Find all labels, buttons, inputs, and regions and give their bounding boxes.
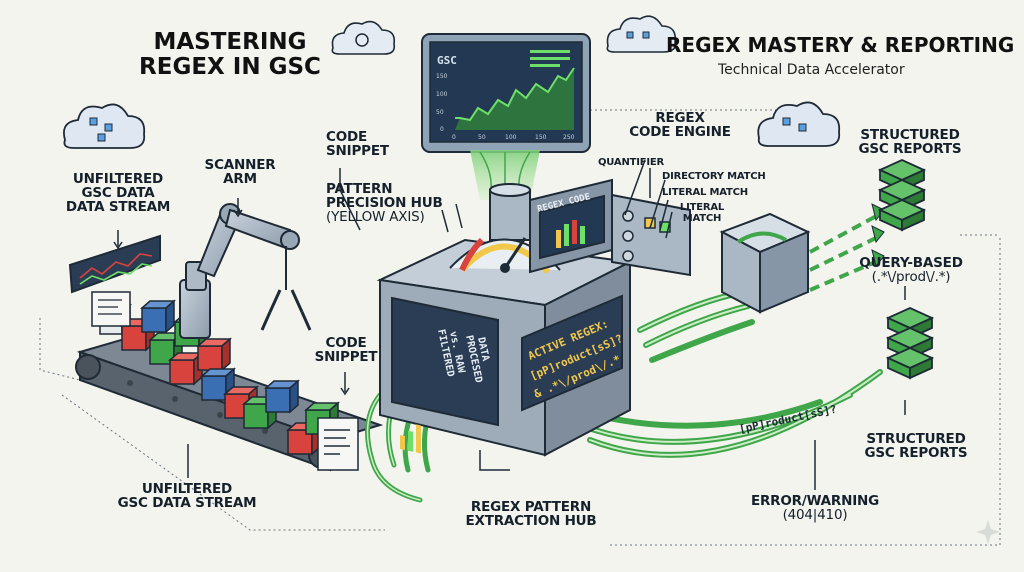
label-line: REGEX <box>655 110 705 126</box>
code-snippet-label-top: CODE SNIPPET <box>326 129 406 160</box>
label-line: SNIPPET <box>314 349 378 366</box>
label-line: GSC REPORTS <box>864 445 968 462</box>
cloud-icon-topright <box>606 15 677 53</box>
monitor-x-tick: 250 <box>563 134 575 141</box>
label-line: STRUCTURED <box>866 431 966 447</box>
monitor-y-ticks: 150 100 50 0 <box>436 73 448 133</box>
label-line: CODE <box>326 129 368 145</box>
label-line: MATCH <box>682 212 722 224</box>
label-line: SNIPPET <box>326 143 389 160</box>
sign-bars <box>556 220 585 248</box>
literal-match-label-2: LITERAL MATCH <box>672 202 732 224</box>
label-line: (404|410) <box>782 507 848 524</box>
report-stack-bottom <box>885 307 935 380</box>
flow-lines-left <box>365 392 433 503</box>
sparkle-icon <box>976 520 1000 544</box>
scanner-arm <box>179 203 312 339</box>
query-based-label: QUERY-BASED (.*\/prod\/.*) <box>850 255 972 286</box>
cloud-icon-left <box>63 103 146 149</box>
label-line: UNFILTERED <box>72 171 164 187</box>
cloud-icon-right <box>757 101 841 147</box>
pointer-arrows <box>113 159 906 490</box>
data-stream-panel <box>68 234 161 294</box>
label-line: EXTRACTION HUB <box>465 513 597 530</box>
monitor-x-tick: 0 <box>452 134 456 141</box>
monitor-label: GSC <box>437 54 457 67</box>
output-box <box>719 212 811 314</box>
label-line: PATTERN <box>326 181 393 197</box>
monitor-y-tick: 50 <box>436 109 444 116</box>
literal-match-label-1: LITERAL MATCH <box>662 187 748 198</box>
unfiltered-stream-label-bottom: UNFILTERED GSC DATA STREAM <box>92 481 282 512</box>
regex-engine-label: REGEX CODE ENGINE <box>620 110 740 141</box>
monitor-x-tick: 150 <box>535 134 547 141</box>
monitor-y-tick: 100 <box>436 91 448 98</box>
pattern-hub-label: PATTERN PRECISION HUB (YELLOW AXIS) <box>326 182 466 225</box>
main-title: MASTERING REGEX IN GSC <box>130 29 330 81</box>
label-line: SCANNER <box>204 157 276 173</box>
code-snippet-sheet <box>317 417 359 471</box>
code-snippet-sheet-left <box>91 291 131 327</box>
gsc-monitor <box>421 33 591 153</box>
dashed-arrows <box>809 212 881 292</box>
monitor-x-ticks: 0 50 100 150 250 <box>452 134 575 141</box>
unfiltered-stream-label-top: UNFILTERED GSC DATA DATA STREAM <box>56 172 180 215</box>
monitor-x-tick: 100 <box>505 134 517 141</box>
screen-text: DATA <box>475 336 491 362</box>
label-line: LITERAL <box>679 202 725 213</box>
output-tubes-upper <box>637 289 755 363</box>
label-line: GSC DATA STREAM <box>117 495 257 512</box>
monitor-y-tick: 150 <box>436 73 448 80</box>
report-stack-top <box>877 159 927 232</box>
code-snippet-label-mid: CODE SNIPPET <box>306 335 386 366</box>
label-line: STRUCTURED <box>860 127 960 143</box>
label-line: (.*\/prod\/.*) <box>871 269 951 286</box>
subtitle: Technical Data Accelerator <box>718 62 905 78</box>
tube-regex-text: [pP]roduct[sS]? <box>738 403 838 436</box>
machine-left-screen <box>391 296 499 454</box>
right-title: REGEX MASTERY & REPORTING <box>666 33 1015 57</box>
directory-match-label: DIRECTORY MATCH <box>662 171 766 182</box>
label-line: GSC REPORTS <box>858 141 962 158</box>
label-line: ERROR/WARNING <box>750 493 880 509</box>
label-line: REGEX PATTERN <box>470 499 592 515</box>
label-line: CODE <box>325 335 367 351</box>
label-line: PRECISION HUB <box>326 195 443 212</box>
yellow-axis-label: (YELLOW AXIS) <box>326 209 425 226</box>
structured-reports-label-bottom: STRUCTURED GSC REPORTS <box>852 431 980 462</box>
machine-right-screen <box>521 294 623 412</box>
main-title-line1: MASTERING <box>153 29 307 55</box>
monitor-x-tick: 50 <box>478 134 486 141</box>
structured-reports-label-top: STRUCTURED GSC REPORTS <box>846 127 974 158</box>
extraction-hub-label: REGEX PATTERN EXTRACTION HUB <box>446 499 616 530</box>
label-line: GSC DATA <box>81 185 155 202</box>
label-line: UNFILTERED <box>141 481 233 497</box>
cloud-icon-top <box>331 20 396 55</box>
quantifier-label: QUANTIFIER <box>598 157 665 168</box>
error-warning-label: ERROR/WARNING (404|410) <box>740 493 890 524</box>
main-title-line2: REGEX IN GSC <box>139 54 321 81</box>
engine-knobs <box>622 210 671 262</box>
arrow-heads <box>871 203 885 268</box>
scanner-arm-label: SCANNER ARM <box>200 157 280 188</box>
label-line: QUERY-BASED <box>859 255 963 271</box>
monitor-y-tick: 0 <box>440 126 444 133</box>
label-line: CODE ENGINE <box>629 124 731 141</box>
label-line: DATA STREAM <box>65 199 171 216</box>
label-line: ARM <box>223 171 257 188</box>
